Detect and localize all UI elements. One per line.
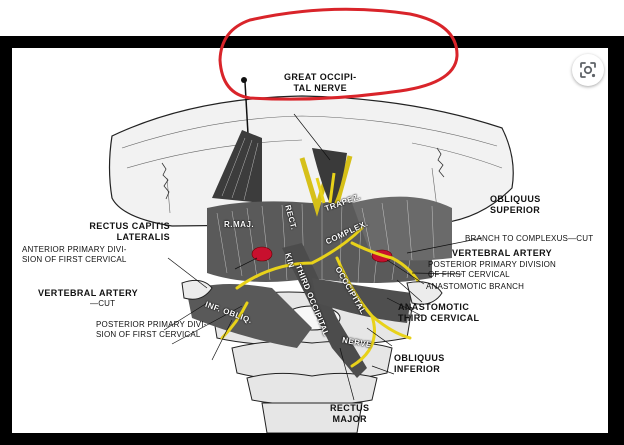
suture-right — [436, 147, 445, 178]
obliquus-inferior-band — [312, 278, 412, 323]
rectus-major-band — [282, 243, 367, 378]
label-vertebral-artery-right: VERTEBRAL ARTERY — [452, 248, 553, 258]
label-obliquus-inferior: OBLIQUUS INFERIOR — [394, 353, 445, 374]
google-lens-icon — [580, 62, 596, 78]
label-rectus-major: RECTUS MAJOR — [330, 403, 370, 424]
transverse-process-left — [181, 279, 213, 300]
great-occipital-nerve-bundle — [299, 148, 353, 217]
complexus-right — [352, 196, 452, 261]
label-anterior-primary-division: ANTERIOR PRIMARY DIVI- SION OF FIRST CER… — [22, 245, 127, 264]
leader-lines — [163, 113, 483, 401]
suture-left — [161, 162, 170, 200]
suboccipital-anatomy-illustration — [108, 77, 514, 433]
label-cut: —CUT — [90, 299, 116, 308]
label-posterior-primary-division-left: POSTERIOR PRIMARY DIVI- SION OF FIRST CE… — [96, 320, 207, 339]
lens-button[interactable] — [572, 54, 604, 86]
anatomy-plate: R.MAJ. TRAPEZ. COMPLEX. RECT. KIN THIRD … — [12, 48, 608, 433]
label-vertebral-artery-left: VERTEBRAL ARTERY — [38, 288, 139, 298]
label-anastomotic-branch: ANASTOMOTIC BRANCH — [426, 282, 525, 291]
label-rectus-major-muscle: R.MAJ. — [224, 220, 255, 229]
label-anastomotic-third-cervical: ANASTOMOTIC THIRD CERVICAL — [398, 302, 480, 323]
label-rectus-capitis-lateralis: RECTUS CAPITIS LATERALIS — [89, 221, 170, 242]
muscle-mass-lower — [187, 284, 312, 348]
image-frame: R.MAJ. TRAPEZ. COMPLEX. RECT. KIN THIRD … — [0, 36, 624, 445]
nerves — [220, 226, 424, 368]
trapezius-left — [212, 130, 262, 203]
label-obliquus-superior: OBLIQUUS SUPERIOR — [490, 194, 541, 215]
label-posterior-primary-division-right: POSTERIOR PRIMARY DIVISION OF FIRST CERV… — [428, 260, 557, 279]
label-branch-to-complexus: BRANCH TO COMPLEXUS—CUT — [465, 234, 594, 243]
label-great-occipital-nerve: GREAT OCCIPI- TAL NERVE — [284, 72, 357, 93]
